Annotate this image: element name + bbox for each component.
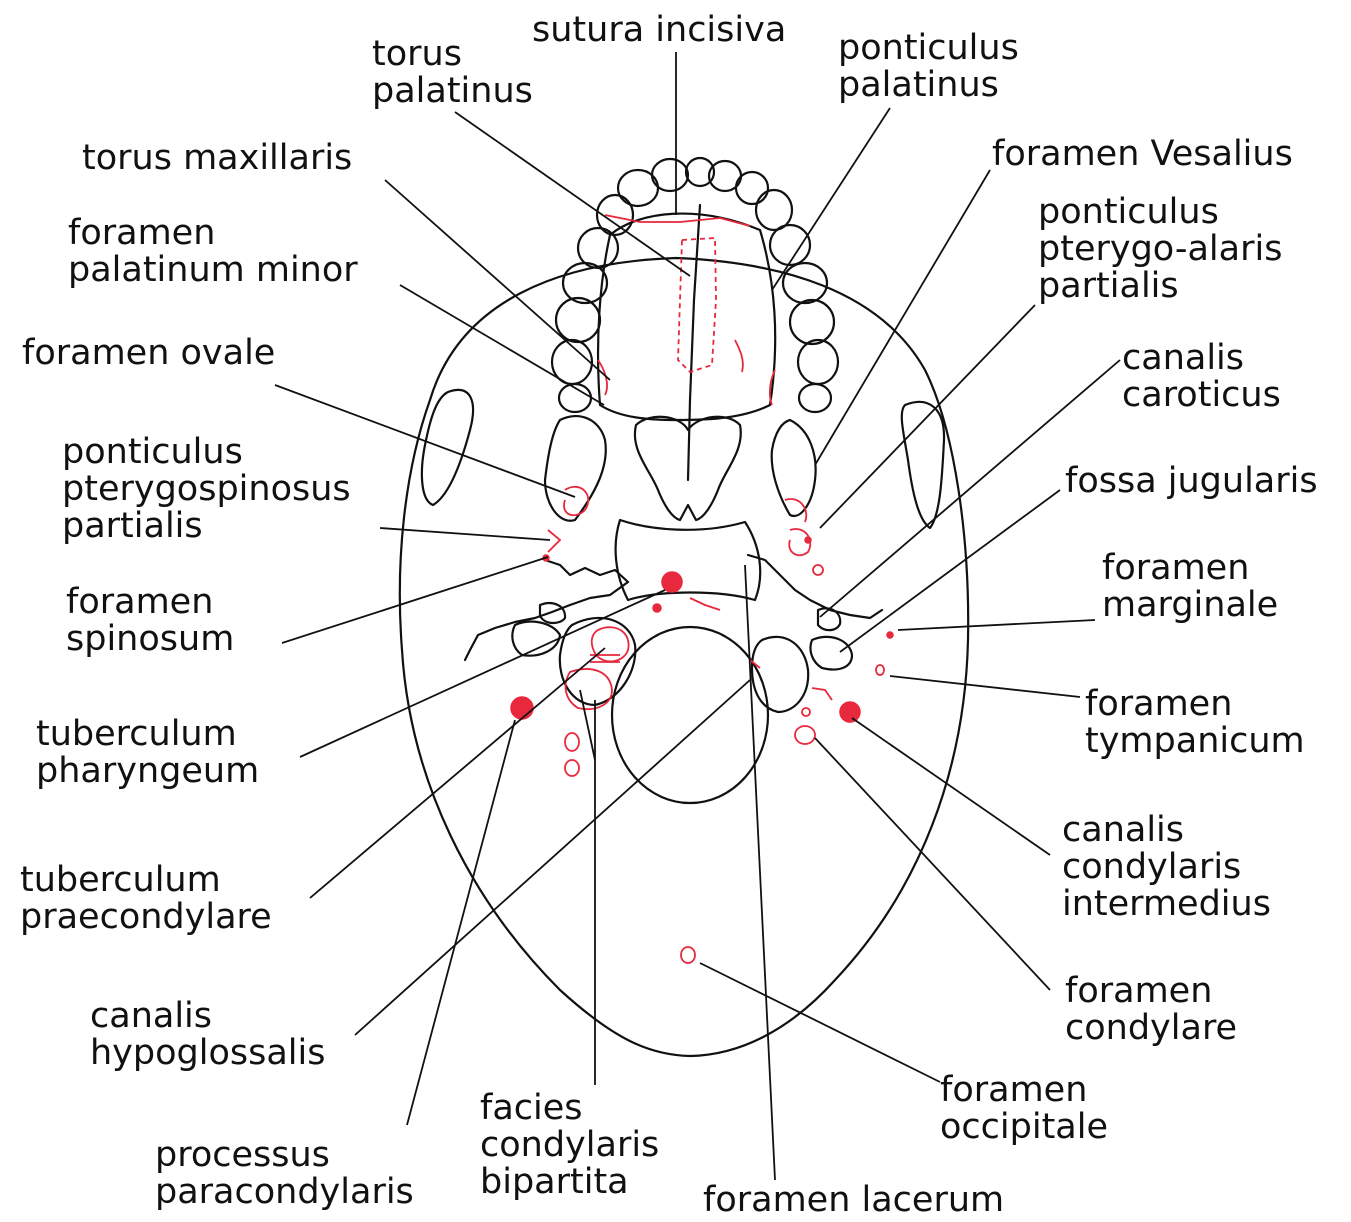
label-foramen-condylare: foramen condylare — [1065, 973, 1237, 1047]
label-tuberculum-praecondylare: tuberculum praecondylare — [20, 862, 272, 936]
left-lateral-mass — [512, 622, 560, 656]
label-ponticulus-pterygospinosus: ponticulus pterygospinosus partialis — [62, 434, 351, 545]
label-fossa-jugularis: fossa jugularis — [1065, 463, 1318, 500]
right-pterygoid-region — [772, 420, 816, 516]
label-torus-maxillaris: torus maxillaris — [82, 140, 352, 177]
label-foramen-marginale: foramen marginale — [1102, 550, 1278, 624]
label-ponticulus-palatinus: ponticulus palatinus — [838, 30, 1019, 104]
label-facies-condylaris-bipartita: facies condylaris bipartita — [480, 1090, 659, 1201]
label-foramen-lacerum: foramen lacerum — [703, 1182, 1004, 1219]
label-canalis-caroticus: canalis caroticus — [1122, 340, 1281, 414]
leader-lines — [275, 52, 1120, 1180]
left-pterygoid-region — [545, 416, 606, 521]
label-canalis-hypoglossalis: canalis hypoglossalis — [90, 998, 325, 1072]
median-palatine-suture — [688, 205, 700, 480]
palate — [598, 214, 775, 420]
label-ponticulus-pterygo-alaris: ponticulus pterygo-alaris partialis — [1038, 194, 1282, 305]
jugular-fossa-right — [810, 637, 852, 670]
anatomical-variants — [511, 215, 893, 963]
label-torus-palatinus: torus palatinus — [372, 36, 533, 110]
label-foramen-occipitale: foramen occipitale — [940, 1072, 1108, 1146]
label-foramen-palatinum-minor: foramen palatinum minor — [68, 215, 358, 289]
label-processus-paracondylaris: processus paracondylaris — [155, 1137, 414, 1211]
label-tuberculum-pharyngeum: tuberculum pharyngeum — [36, 716, 259, 790]
skull-outline — [400, 258, 968, 1056]
label-canalis-condylaris-intermedius: canalis condylaris intermedius — [1062, 812, 1271, 923]
basisphenoid — [616, 520, 761, 600]
label-foramen-tympanicum: foramen tympanicum — [1085, 686, 1305, 760]
right-petrous-border — [748, 555, 882, 618]
zygomatic-window-left — [422, 390, 473, 505]
label-foramen-vesalius: foramen Vesalius — [992, 136, 1293, 173]
label-sutura-incisiva: sutura incisiva — [532, 12, 786, 49]
left-small-mass — [540, 603, 565, 623]
label-foramen-ovale: foramen ovale — [22, 335, 275, 372]
carotid-canal-right — [818, 608, 840, 630]
label-foramen-spinosum: foramen spinosum — [66, 584, 234, 658]
